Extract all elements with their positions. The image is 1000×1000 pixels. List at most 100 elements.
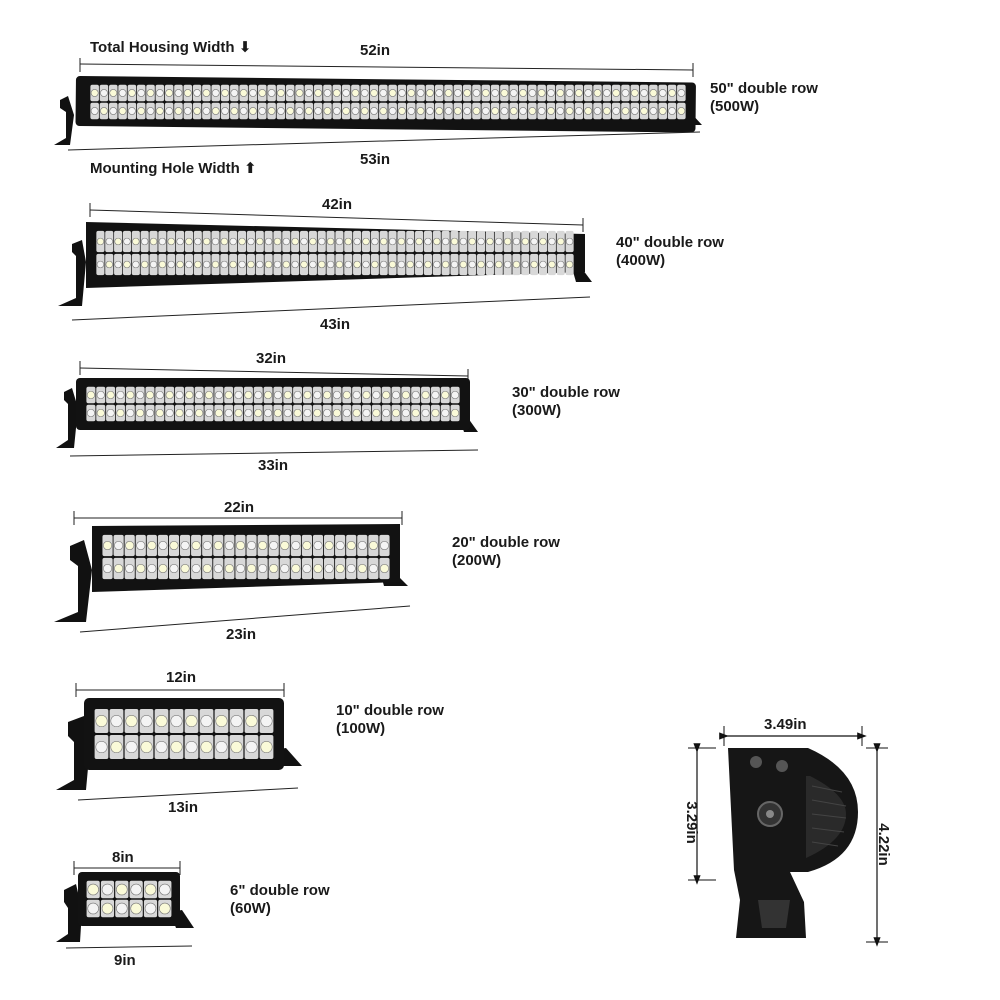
- led-icon: [468, 260, 476, 269]
- led-icon: [335, 540, 345, 551]
- led-icon: [352, 390, 361, 400]
- led-icon: [105, 260, 113, 269]
- led-icon: [362, 260, 370, 269]
- led-icon: [407, 89, 416, 97]
- led-icon: [128, 89, 136, 97]
- led-icon: [380, 237, 388, 246]
- led-icon: [258, 540, 268, 551]
- led-icon: [254, 408, 263, 418]
- led-icon: [194, 237, 202, 246]
- led-icon: [621, 107, 630, 115]
- led-icon: [170, 714, 183, 727]
- led-icon: [435, 89, 444, 97]
- led-icon: [318, 237, 326, 246]
- led-icon: [575, 89, 583, 97]
- led-icon: [463, 107, 471, 115]
- led-icon: [125, 563, 135, 574]
- led-icon: [185, 260, 193, 269]
- led-icon: [247, 563, 257, 574]
- led-icon: [213, 540, 223, 551]
- led-icon: [110, 714, 123, 727]
- led-icon: [273, 260, 282, 269]
- led-icon: [114, 260, 122, 269]
- led-icon: [344, 237, 352, 246]
- led-icon: [220, 237, 229, 246]
- led-icon: [342, 89, 350, 97]
- led-icon: [277, 89, 285, 97]
- led-icon: [87, 883, 99, 896]
- housing-dimension-line: [89, 209, 584, 226]
- led-icon: [291, 540, 301, 551]
- led-icon: [185, 740, 198, 753]
- led-icon: [191, 563, 201, 574]
- led-icon: [167, 260, 175, 269]
- led-icon: [109, 89, 118, 97]
- led-icon: [204, 408, 214, 418]
- led-icon: [314, 89, 322, 97]
- led-icon: [264, 390, 273, 400]
- led-icon: [114, 563, 124, 574]
- led-icon: [254, 390, 263, 400]
- led-icon: [658, 107, 667, 115]
- led-icon: [640, 107, 648, 115]
- led-icon: [229, 260, 237, 269]
- bar-title: 50" double row(500W): [710, 80, 818, 115]
- led-icon: [176, 260, 184, 269]
- led-icon: [362, 408, 371, 418]
- side-inner-height-value: 3.29in: [682, 801, 700, 844]
- led-icon: [183, 107, 192, 115]
- led-icon: [165, 408, 174, 418]
- led-icon: [155, 408, 164, 418]
- led-icon: [193, 107, 201, 115]
- led-icon: [324, 540, 334, 551]
- led-icon: [415, 260, 423, 269]
- led-icon: [398, 89, 406, 97]
- led-icon: [185, 237, 193, 246]
- led-icon: [126, 390, 135, 400]
- mount-width-value: 33in: [258, 457, 289, 474]
- led-icon: [491, 89, 499, 97]
- led-icon: [141, 237, 149, 246]
- led-icon: [220, 260, 229, 269]
- led-icon: [125, 740, 138, 753]
- housing-width-label: Total Housing Width ⬇: [90, 39, 252, 56]
- led-icon: [267, 107, 276, 115]
- led-icon: [185, 408, 194, 418]
- led-icon: [132, 237, 140, 246]
- led-icon: [155, 390, 164, 400]
- led-icon: [118, 107, 127, 115]
- led-icon: [136, 540, 146, 551]
- mount-dimension-line: [79, 605, 411, 633]
- led-icon: [335, 563, 345, 574]
- led-icon: [195, 408, 204, 418]
- led-icon: [146, 89, 155, 97]
- led-icon: [283, 390, 292, 400]
- mount-dimension-line: [71, 296, 591, 321]
- led-icon: [202, 260, 211, 269]
- led-icon: [406, 237, 414, 246]
- led-icon: [362, 237, 370, 246]
- led-icon: [123, 260, 131, 269]
- led-icon: [379, 89, 388, 97]
- led-icon: [557, 260, 565, 269]
- led-icon: [211, 237, 220, 246]
- led-icon: [323, 408, 332, 418]
- led-icon: [269, 563, 279, 574]
- led-icon: [397, 237, 406, 246]
- led-icon: [444, 89, 453, 97]
- led-icon: [441, 260, 450, 269]
- led-icon: [141, 260, 149, 269]
- led-icon: [128, 107, 136, 115]
- led-icon: [309, 237, 317, 246]
- led-icon: [530, 260, 538, 269]
- led-icon: [426, 107, 434, 115]
- led-icon: [224, 390, 233, 400]
- led-icon: [118, 89, 127, 97]
- led-icon: [332, 89, 341, 97]
- led-icon: [291, 260, 299, 269]
- led-icon: [211, 107, 220, 115]
- led-icon: [463, 89, 471, 97]
- mount-bracket-left: [56, 388, 78, 448]
- led-icon: [169, 563, 179, 574]
- housing-width-value: 12in: [166, 669, 197, 686]
